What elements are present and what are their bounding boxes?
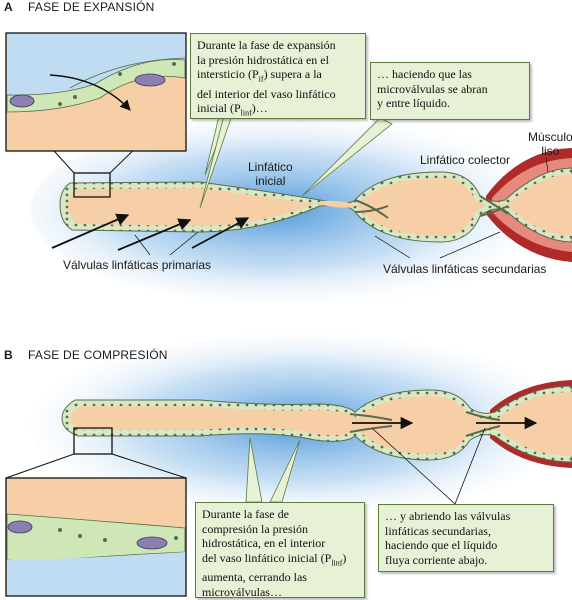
- cell-nucleus-a2: [9, 94, 35, 108]
- inset-marker-b: [73, 427, 113, 455]
- inflow-arrow-a2: [117, 218, 192, 251]
- callout-b1-line5: aumenta, cerrando las: [202, 570, 307, 585]
- panel-b-art: [5, 333, 572, 597]
- callout-b1-line6: microválvulas…: [202, 584, 282, 599]
- vessel-lumen-b: [70, 392, 572, 456]
- cell-nucleus-a1: [134, 73, 166, 87]
- cell-nucleus-b2: [136, 536, 168, 550]
- panel-a-art: [5, 32, 572, 305]
- inset-flow-arrow-a: [49, 74, 131, 111]
- inflow-arrow-a1: [51, 213, 130, 249]
- inset-marker-a: [73, 172, 111, 198]
- label-collecting-lymphatic: Linfático colector: [420, 153, 511, 167]
- secondary-valve-b1: [349, 413, 393, 421]
- panel-a-letter: A: [4, 0, 13, 14]
- panel-a-title: FASE DE EXPANSIÓN: [28, 0, 155, 14]
- callout-b1-line3: hidrostática, en el interior: [202, 536, 326, 550]
- secondary-valve-a2: [479, 195, 509, 215]
- inset-panel-a: [5, 32, 187, 152]
- inset-panel-b: [5, 477, 187, 597]
- callout-expansion-pressure: Durante la fase de expansión la presión …: [190, 33, 366, 119]
- label-primary-valves: Válvulas linfáticas primarias: [63, 258, 212, 272]
- callout-secondary-valves-open: … y abriendo las válvulas linfáticas sec…: [378, 504, 554, 572]
- callout-b1-line1: Durante la fase de: [202, 507, 289, 521]
- callout-a1-line2: la presión hidrostática en el: [197, 52, 329, 67]
- inflow-arrow-a3: [191, 217, 250, 249]
- callout-a2-line3: y entre líquido.: [377, 96, 450, 110]
- vessel-lumen-a: [68, 174, 572, 236]
- cell-nucleus-b1: [7, 520, 33, 534]
- label-smooth-muscle: Músculo liso: [528, 130, 572, 158]
- label-initial-lymphatic: Linfático inicial: [248, 160, 293, 188]
- panel-b-title: FASE DE COMPRESIÓN: [28, 348, 168, 362]
- callout-b1-line4: del vaso linfático inicial (Plinf): [202, 550, 347, 567]
- callout-a1-line3: intersticio (Pif) supera a la: [197, 67, 322, 84]
- callout-b2-line1: … y abriendo las válvulas: [385, 509, 511, 523]
- callout-b2-line2: linfáticas secundarias,: [385, 523, 491, 538]
- panel-b-letter: B: [4, 348, 13, 362]
- callout-b2-line4: fluya corriente abajo.: [385, 552, 488, 567]
- callout-a2-line2: microválvulas se abran: [377, 81, 488, 96]
- secondary-valve-b2: [465, 411, 501, 421]
- callout-a1-line4: del interior del vaso linfático: [197, 86, 336, 101]
- callout-a2-line1: … haciendo que las: [377, 67, 472, 81]
- label-secondary-valves: Válvulas linfáticas secundarias: [383, 262, 547, 276]
- callout-b1-line2: compresión la presión: [202, 521, 308, 536]
- callout-a1-line1: Durante la fase de expansión: [197, 38, 336, 52]
- secondary-valve-a1: [354, 199, 389, 219]
- callout-b2-line3: haciendo que el líquido: [385, 538, 498, 552]
- callout-compression-pressure: Durante la fase de compresión la presión…: [195, 502, 365, 599]
- callout-a1-line5: inicial (Plinf)…: [197, 101, 268, 118]
- callout-microvalves-open: … haciendo que las microválvulas se abra…: [370, 62, 530, 120]
